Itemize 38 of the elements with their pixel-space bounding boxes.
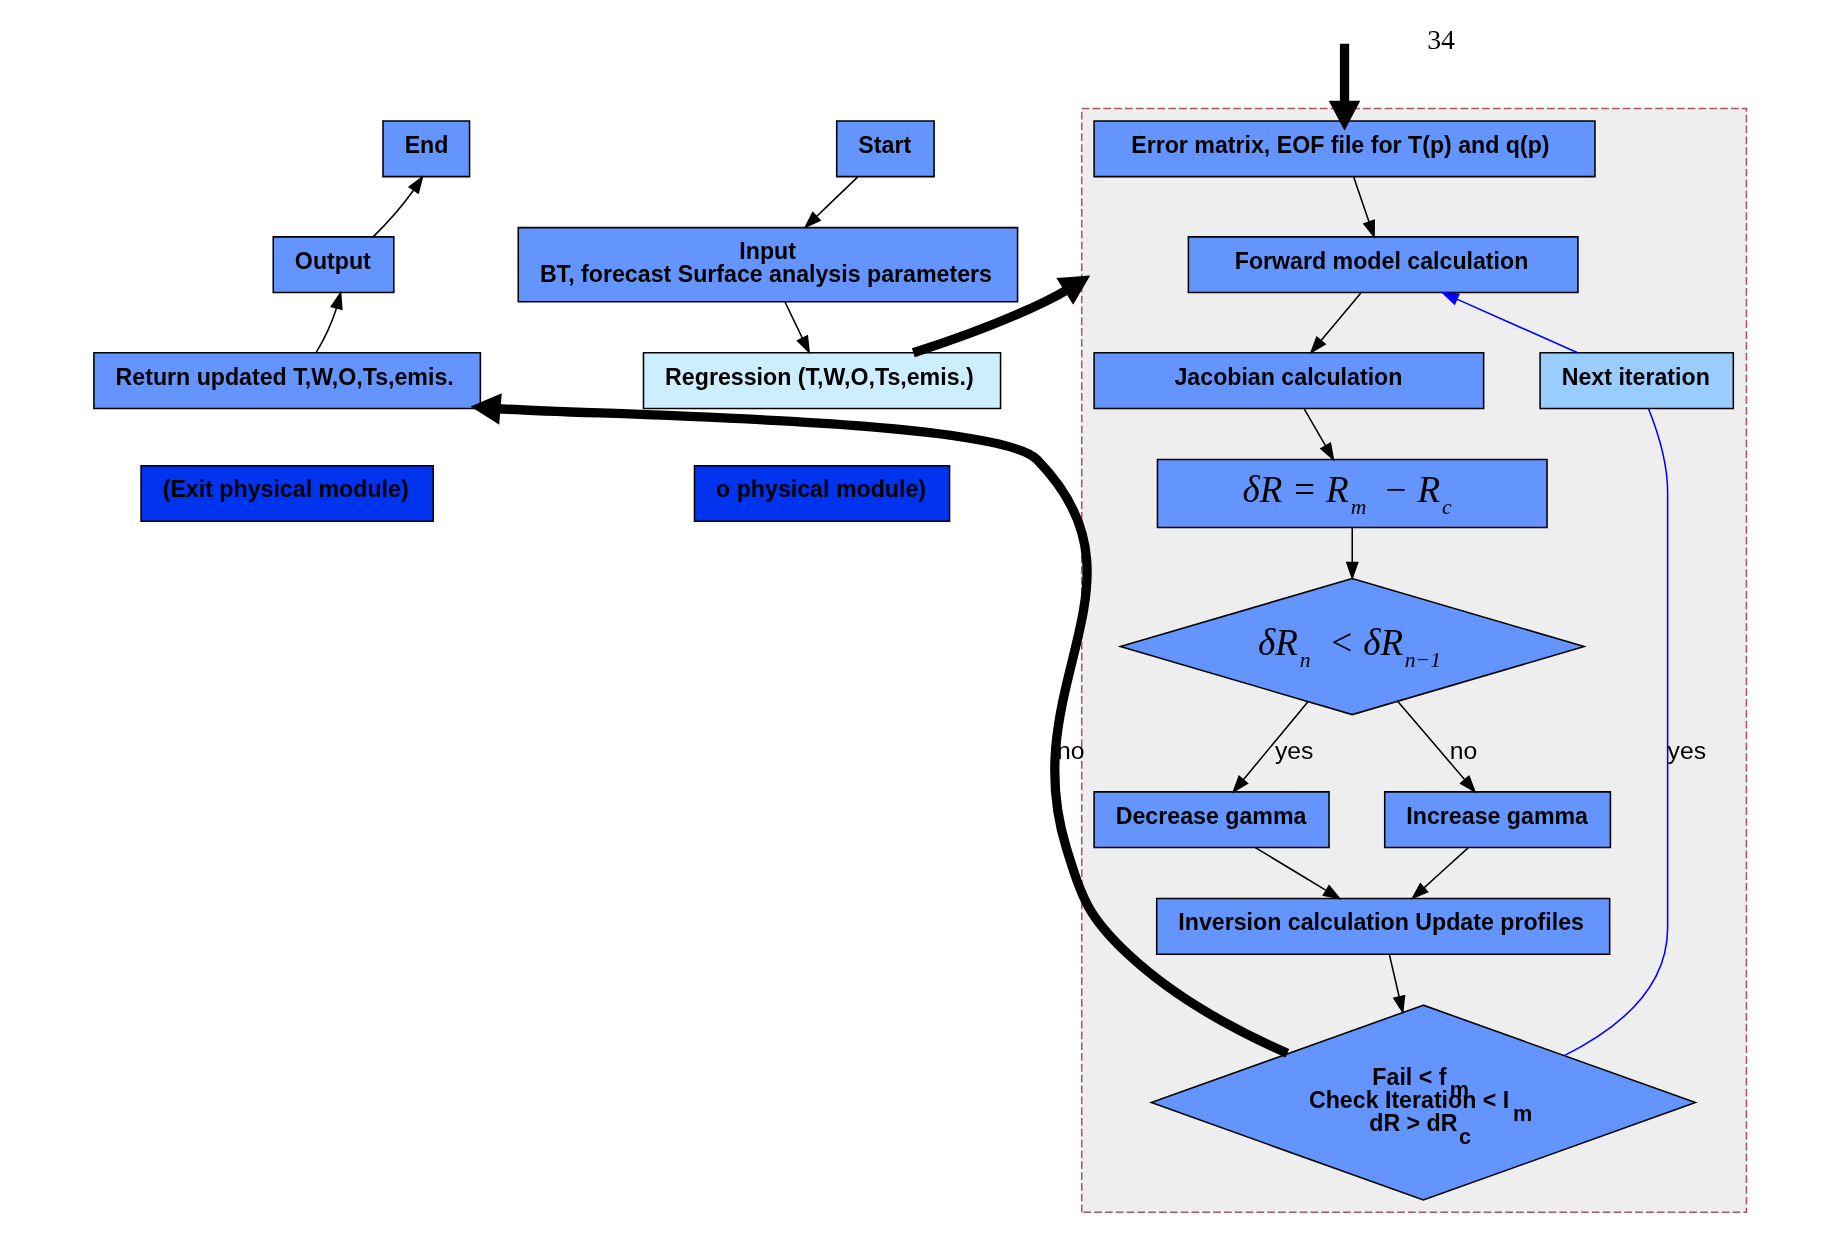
node-box: o physical module): [693, 464, 950, 523]
node-box: Error matrix, EOF file for T(p) and q(p): [1092, 120, 1596, 178]
label: 34: [1426, 23, 1455, 55]
edge-label: no: [1449, 737, 1477, 765]
arrow: [1302, 408, 1335, 462]
node-box: Decrease gamma: [1092, 791, 1330, 849]
arrow: [1254, 846, 1341, 900]
node-box: Input BT, forecast Surface analysis parameters: [517, 226, 1018, 303]
arrow: [783, 301, 810, 355]
arrow: [1396, 700, 1476, 794]
arrow: [314, 290, 343, 354]
node-box: Return updated T,W,O,Ts,emis.: [92, 352, 481, 410]
node-box: Increase gamma: [1383, 791, 1611, 849]
arrow: [1352, 176, 1375, 239]
arrow: [372, 175, 424, 238]
connector: [1563, 407, 1668, 1057]
arrow: [1231, 701, 1309, 794]
node-box: δR = R$_{m}$ − R$_{c}$: [1156, 458, 1548, 529]
node-diamond: δR$_{n}$ < δR$_{n−1}$: [1117, 577, 1587, 716]
node-box: Output: [271, 236, 395, 294]
node-box: Forward model calculation: [1187, 236, 1579, 294]
arrow: [911, 275, 1090, 358]
node-box: Jacobian calculation: [1092, 352, 1484, 410]
arrow: [1328, 43, 1360, 131]
node-box: (Exit physical module): [139, 464, 434, 523]
arrow: [1388, 953, 1405, 1015]
arrow: [803, 176, 858, 229]
node-box: End: [381, 120, 470, 178]
node-box: Inversion calculation Update profiles: [1155, 897, 1610, 955]
arrow: [1345, 526, 1359, 581]
arrow: [1410, 847, 1469, 900]
node-box: Regression (T,W,O,Ts,emis.): [642, 352, 1001, 410]
node-box: Next iteration: [1538, 352, 1734, 410]
arrow: [470, 393, 1289, 1058]
edge-label: yes: [1274, 737, 1313, 765]
node-box: Start: [835, 120, 935, 178]
arrow: [1309, 292, 1362, 355]
arrow: [1439, 291, 1578, 354]
